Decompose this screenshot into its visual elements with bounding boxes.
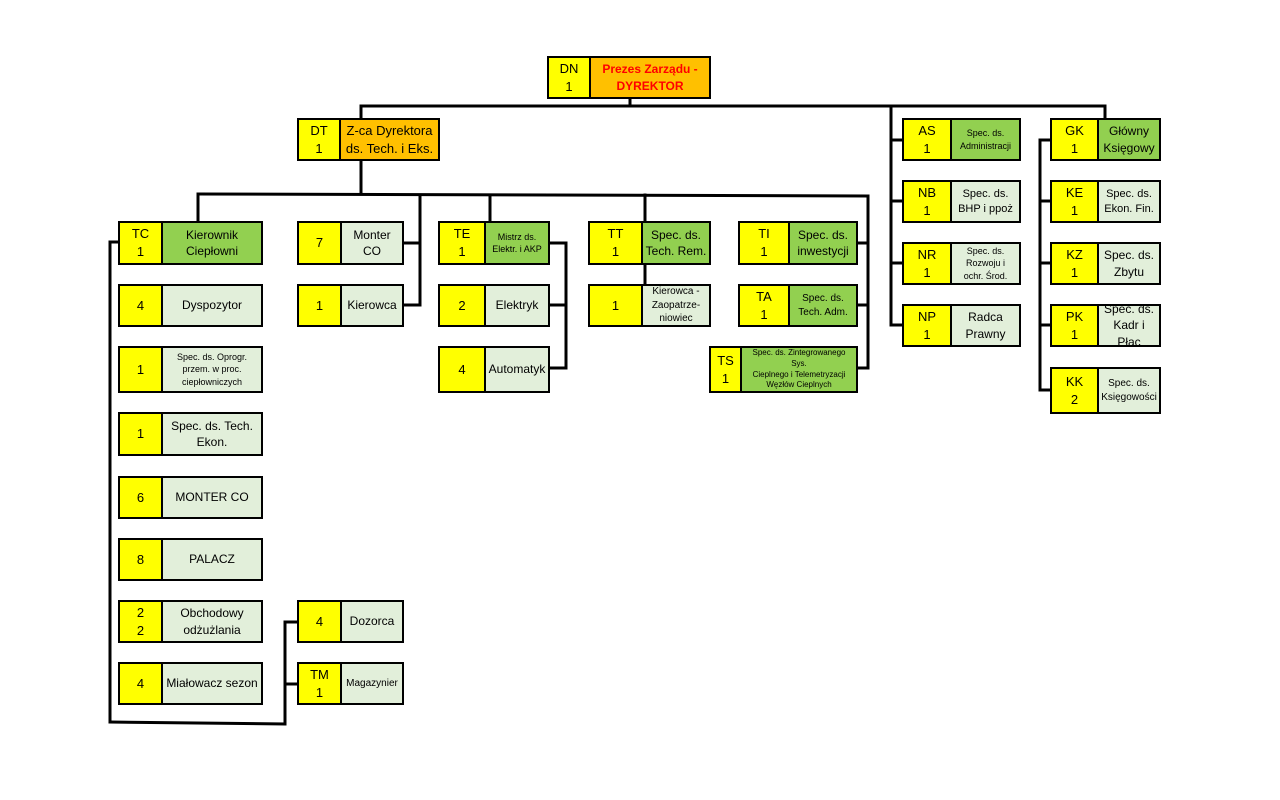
- node-label: Obchodowy odżużlania: [163, 602, 261, 641]
- node-elektryk: 2 Elektryk: [438, 284, 550, 327]
- node-code: TM 1: [299, 664, 342, 703]
- node-label: Dyspozytor: [163, 286, 261, 325]
- node-code: 4: [299, 602, 342, 641]
- node-code: DN 1: [549, 58, 591, 97]
- node-code: TS 1: [711, 348, 742, 391]
- node-code: PK 1: [1052, 306, 1099, 345]
- node-label: Miałowacz sezon: [163, 664, 261, 703]
- node-code: TT 1: [590, 223, 643, 263]
- node-monterco: 7 Monter CO: [297, 221, 404, 265]
- node-nr: NR 1 Spec. ds. Rozwoju i ochr. Środ.: [902, 242, 1021, 285]
- node-oprogr: 1 Spec. ds. Oprogr. przem. w proc. ciepł…: [118, 346, 263, 393]
- node-code: KZ 1: [1052, 244, 1099, 283]
- node-automatyk: 4 Automatyk: [438, 346, 550, 393]
- node-tc: TC 1 Kierownik Ciepłowni: [118, 221, 263, 265]
- node-label: PALACZ: [163, 540, 261, 579]
- node-as: AS 1 Spec. ds. Administracji: [902, 118, 1021, 161]
- node-code: NP 1: [904, 306, 952, 345]
- node-tm: TM 1 Magazynier: [297, 662, 404, 705]
- node-label: Radca Prawny: [952, 306, 1019, 345]
- node-label: Spec. ds. Tech. Rem.: [643, 223, 709, 263]
- node-kk: KK 2 Spec. ds. Księgowości: [1050, 367, 1161, 414]
- node-label: Dozorca: [342, 602, 402, 641]
- node-code: GK 1: [1052, 120, 1099, 159]
- node-code: 6: [120, 478, 163, 517]
- node-palacz: 8 PALACZ: [118, 538, 263, 581]
- node-label: Prezes Zarządu - DYREKTOR: [591, 58, 709, 97]
- node-code: 4: [120, 664, 163, 703]
- node-nb: NB 1 Spec. ds. BHP i ppoż: [902, 180, 1021, 223]
- node-code: TI 1: [740, 223, 790, 263]
- node-label: Spec. ds. Rozwoju i ochr. Środ.: [952, 244, 1019, 283]
- node-pk: PK 1 Spec. ds. Kadr i Płac: [1050, 302, 1161, 349]
- node-label: Spec. ds. Zintegrowanego Sys. Cieplnego …: [742, 348, 856, 391]
- node-label: Spec. ds. Administracji: [952, 120, 1019, 159]
- node-obchodowy: 2 2 Obchodowy odżużlania: [118, 600, 263, 643]
- node-techekon: 1 Spec. ds. Tech. Ekon.: [118, 412, 263, 456]
- node-ke: KE 1 Spec. ds. Ekon. Fin.: [1050, 180, 1161, 223]
- node-np: NP 1 Radca Prawny: [902, 304, 1021, 347]
- node-ti: TI 1 Spec. ds. inwestycji: [738, 221, 858, 265]
- node-label: Spec. ds. Tech. Ekon.: [163, 414, 261, 454]
- node-code: TA 1: [740, 286, 790, 325]
- node-label: Automatyk: [486, 348, 548, 391]
- node-dn: DN 1 Prezes Zarządu - DYREKTOR: [547, 56, 711, 99]
- node-code: DT 1: [299, 120, 341, 159]
- node-code: KE 1: [1052, 182, 1099, 221]
- node-code: 1: [299, 286, 342, 325]
- node-label: Kierowca - Zaopatrze- niowiec: [643, 286, 709, 325]
- node-label: Kierowca: [342, 286, 402, 325]
- node-label: Monter CO: [342, 223, 402, 263]
- node-code: 7: [299, 223, 342, 263]
- node-code: 4: [120, 286, 163, 325]
- node-label: Spec. ds. Księgowości: [1099, 369, 1159, 412]
- node-montertc: 6 MONTER CO: [118, 476, 263, 519]
- node-label: Spec. ds. inwestycji: [790, 223, 856, 263]
- node-code: 2: [440, 286, 486, 325]
- node-label: Główny Księgowy: [1099, 120, 1159, 159]
- node-code: 1: [120, 348, 163, 391]
- node-label: Magazynier: [342, 664, 402, 703]
- node-dyspozytor: 4 Dyspozytor: [118, 284, 263, 327]
- node-label: Mistrz ds. Elektr. i AKP: [486, 223, 548, 263]
- node-code: 4: [440, 348, 486, 391]
- node-code: 1: [120, 414, 163, 454]
- node-code: NB 1: [904, 182, 952, 221]
- node-label: MONTER CO: [163, 478, 261, 517]
- node-code: 2 2: [120, 602, 163, 641]
- node-label: Elektryk: [486, 286, 548, 325]
- node-dt: DT 1 Z-ca Dyrektora ds. Tech. i Eks.: [297, 118, 440, 161]
- node-label: Kierownik Ciepłowni: [163, 223, 261, 263]
- node-label: Z-ca Dyrektora ds. Tech. i Eks.: [341, 120, 438, 159]
- node-code: KK 2: [1052, 369, 1099, 412]
- node-label: Spec. ds. Ekon. Fin.: [1099, 182, 1159, 221]
- node-kierowca: 1 Kierowca: [297, 284, 404, 327]
- node-label: Spec. ds. BHP i ppoż: [952, 182, 1019, 221]
- node-mialowacz: 4 Miałowacz sezon: [118, 662, 263, 705]
- node-ts: TS 1 Spec. ds. Zintegrowanego Sys. Ciepl…: [709, 346, 858, 393]
- node-tt: TT 1 Spec. ds. Tech. Rem.: [588, 221, 711, 265]
- node-dozorca: 4 Dozorca: [297, 600, 404, 643]
- node-kierowcazaop: 1 Kierowca - Zaopatrze- niowiec: [588, 284, 711, 327]
- node-code: AS 1: [904, 120, 952, 159]
- node-code: 8: [120, 540, 163, 579]
- node-gk: GK 1 Główny Księgowy: [1050, 118, 1161, 161]
- node-label: Spec. ds. Zbytu: [1099, 244, 1159, 283]
- node-kz: KZ 1 Spec. ds. Zbytu: [1050, 242, 1161, 285]
- node-label: Spec. ds. Kadr i Płac: [1099, 302, 1159, 349]
- node-code: NR 1: [904, 244, 952, 283]
- node-code: TC 1: [120, 223, 163, 263]
- node-code: 1: [590, 286, 643, 325]
- node-code: TE 1: [440, 223, 486, 263]
- node-te: TE 1 Mistrz ds. Elektr. i AKP: [438, 221, 550, 265]
- node-ta: TA 1 Spec. ds. Tech. Adm.: [738, 284, 858, 327]
- node-label: Spec. ds. Oprogr. przem. w proc. ciepłow…: [163, 348, 261, 391]
- node-label: Spec. ds. Tech. Adm.: [790, 286, 856, 325]
